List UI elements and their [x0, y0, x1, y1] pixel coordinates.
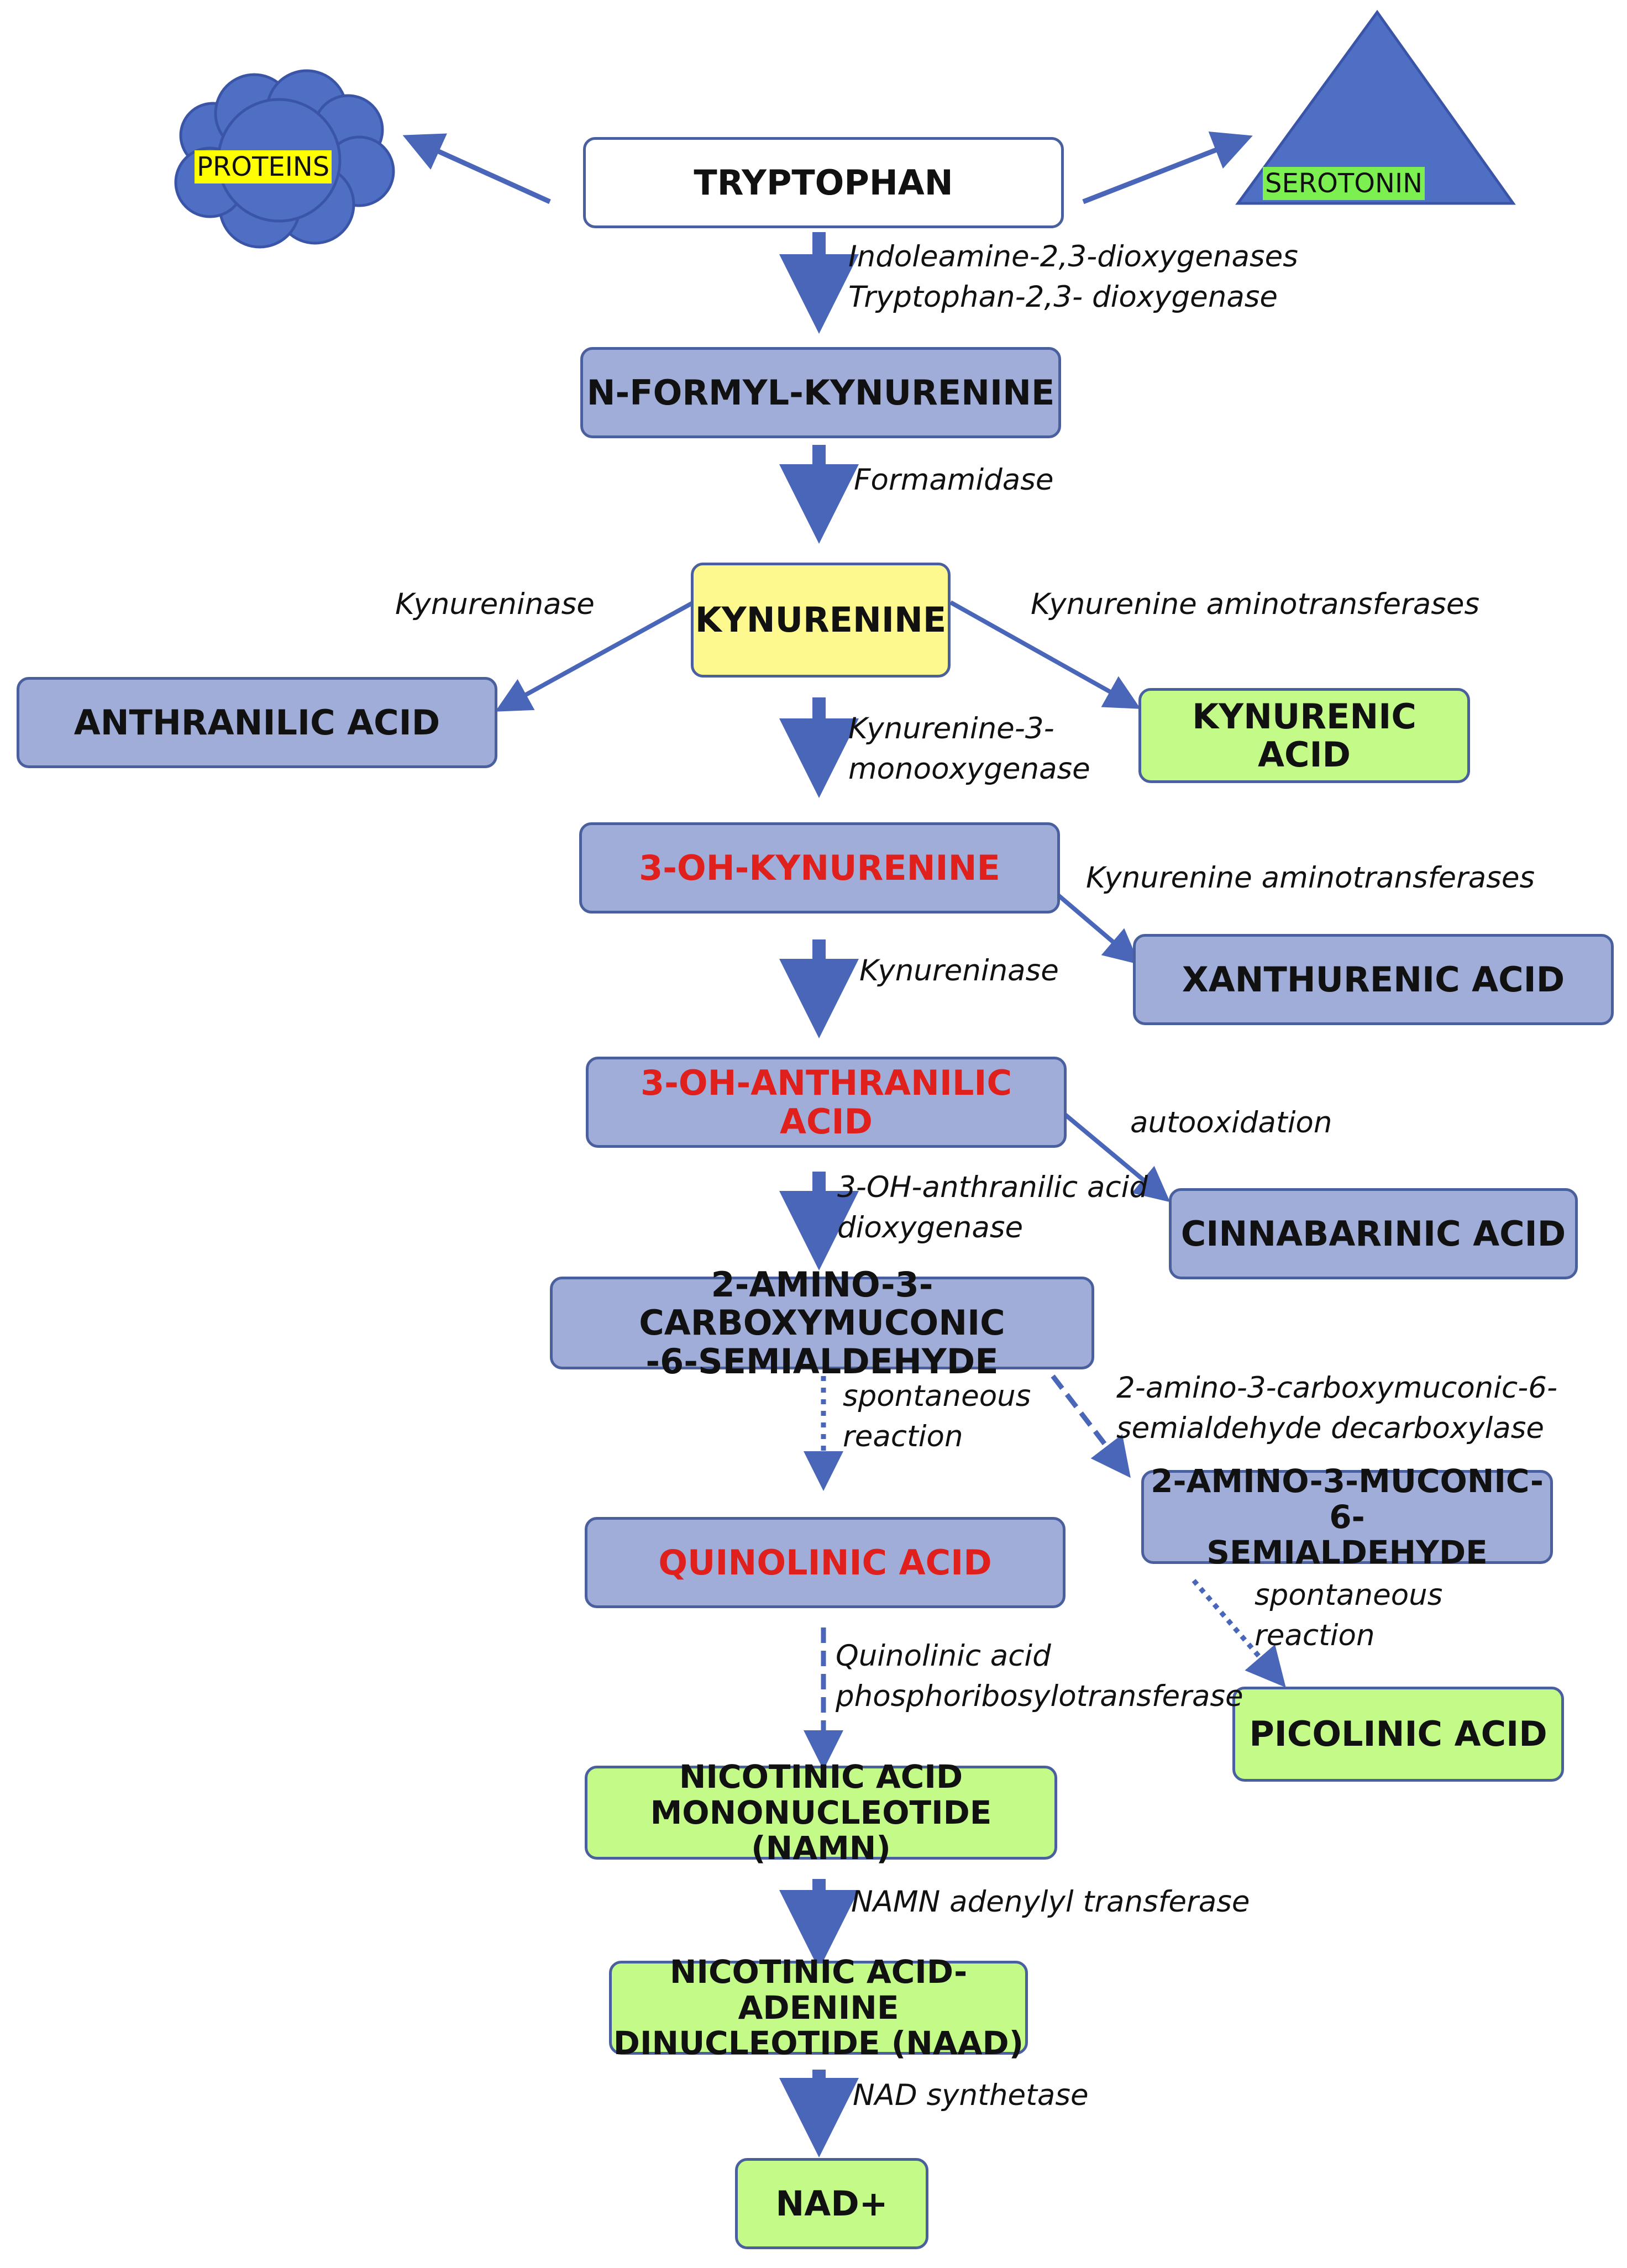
node-ams: 2-AMINO-3-MUCONIC-6- SEMIALDEHYDE	[1141, 1463, 1553, 1571]
node-3-oh-anthranilic-acid-label: 3-OH-ANTHRANILIC ACID	[640, 1063, 1012, 1142]
enzyme-qprt: Quinolinic acid phosphoribosylotransfera…	[836, 1639, 1243, 1714]
node-namn: NICOTINIC ACID MONONUCLEOTIDE (NAMN)	[585, 1758, 1057, 1866]
arrow-tryptophan-to-proteins	[402, 133, 551, 204]
enzyme-acmsd: 2-amino-3-carboxymuconic-6- semialdehyde…	[1116, 1371, 1558, 1446]
enzyme-kynureninase-left: Kynureninase	[395, 587, 595, 621]
arrow-tryptophan-to-serotonin	[1082, 132, 1253, 204]
node-3-oh-kynurenine: 3-OH-KYNURENINE	[579, 822, 1060, 914]
enzyme-formamidase: Formamidase	[854, 463, 1054, 497]
node-anthranilic-acid-label: ANTHRANILIC ACID	[74, 702, 440, 743]
node-picolinic-acid-label: PICOLINIC ACID	[1249, 1714, 1547, 1755]
enzyme-ido-tdo: Indoleamine-2,3-dioxygenases Tryptophan-…	[848, 240, 1298, 314]
node-naad: NICOTINIC ACID-ADENINE DINUCLEOTIDE (NAA…	[609, 1954, 1028, 2061]
node-acms-label: 2-AMINO-3-CARBOXYMUCONIC -6-SEMIALDEHYDE	[639, 1264, 1005, 1382]
node-tryptophan-label: TRYPTOPHAN	[694, 162, 953, 203]
enzyme-nad-synthetase: NAD synthetase	[853, 2078, 1089, 2112]
node-ams-label: 2-AMINO-3-MUCONIC-6- SEMIALDEHYDE	[1151, 1462, 1544, 1572]
node-picolinic-acid: PICOLINIC ACID	[1232, 1687, 1564, 1782]
arrow-kynurenine-to-anthranilic	[495, 600, 695, 712]
reaction-spontaneous-1: spontaneous reaction	[843, 1379, 1031, 1454]
arrow-acms-to-ams	[1051, 1374, 1131, 1478]
node-serotonin-label: SEROTONIN	[1263, 167, 1425, 200]
node-naad-label: NICOTINIC ACID-ADENINE DINUCLEOTIDE (NAA…	[613, 1952, 1024, 2062]
node-namn-label: NICOTINIC ACID MONONUCLEOTIDE (NAMN)	[650, 1757, 992, 1867]
node-kynurenic-acid-label: KYNURENIC ACID	[1192, 696, 1416, 775]
enzyme-kat-kynurenic: Kynurenine aminotransferases	[1031, 587, 1480, 621]
enzyme-haao: 3-OH-anthranilic acid dioxygenase	[837, 1170, 1148, 1245]
node-cinnabarinic-acid: CINNABARINIC ACID	[1169, 1188, 1578, 1279]
node-kynurenic-acid: KYNURENIC ACID	[1138, 688, 1470, 783]
arrow-3-oh-kynurenine-to-xanthurenic	[1057, 893, 1140, 965]
node-kynurenine-label: KYNURENINE	[695, 600, 947, 641]
node-xanthurenic-acid: XANTHURENIC ACID	[1133, 934, 1614, 1025]
node-nad-label: NAD+	[775, 2183, 888, 2224]
enzyme-namn-adenylyl-transferase: NAMN adenylyl transferase	[851, 1885, 1250, 1919]
node-proteins-label: PROTEINS	[195, 150, 332, 183]
node-n-formyl-kynurenine: N-FORMYL-KYNURENINE	[580, 347, 1061, 438]
node-nad: NAD+	[735, 2158, 928, 2249]
node-cinnabarinic-acid-label: CINNABARINIC ACID	[1180, 1213, 1566, 1254]
node-anthranilic-acid: ANTHRANILIC ACID	[17, 677, 497, 768]
arrow-3-oh-anthranilic-to-cinnabarinic	[1062, 1111, 1171, 1203]
serotonin-triangle-shape	[1235, 9, 1516, 205]
node-3-oh-kynurenine-label: 3-OH-KYNURENINE	[639, 847, 1000, 888]
node-quinolinic-acid: QUINOLINIC ACID	[585, 1517, 1066, 1608]
node-acms: 2-AMINO-3-CARBOXYMUCONIC -6-SEMIALDEHYDE	[550, 1266, 1094, 1380]
reaction-autooxidation: autooxidation	[1130, 1106, 1332, 1140]
enzyme-kmo: Kynurenine-3- monooxygenase	[848, 712, 1090, 786]
node-xanthurenic-acid-label: XANTHURENIC ACID	[1182, 959, 1565, 1000]
enzyme-kat-xanthurenic: Kynurenine aminotransferases	[1086, 861, 1535, 895]
reaction-spontaneous-2: spontaneous reaction	[1255, 1578, 1443, 1653]
arrow-ams-to-picolinic	[1192, 1579, 1286, 1688]
arrow-kynurenine-to-kynurenic	[949, 600, 1141, 709]
node-3-oh-anthranilic-acid: 3-OH-ANTHRANILIC ACID	[586, 1057, 1067, 1148]
node-kynurenine: KYNURENINE	[691, 563, 951, 678]
enzyme-kynureninase-mid: Kynureninase	[859, 954, 1059, 988]
node-tryptophan: TRYPTOPHAN	[583, 137, 1064, 228]
node-quinolinic-acid-label: QUINOLINIC ACID	[658, 1542, 992, 1583]
node-n-formyl-kynurenine-label: N-FORMYL-KYNURENINE	[586, 372, 1055, 413]
